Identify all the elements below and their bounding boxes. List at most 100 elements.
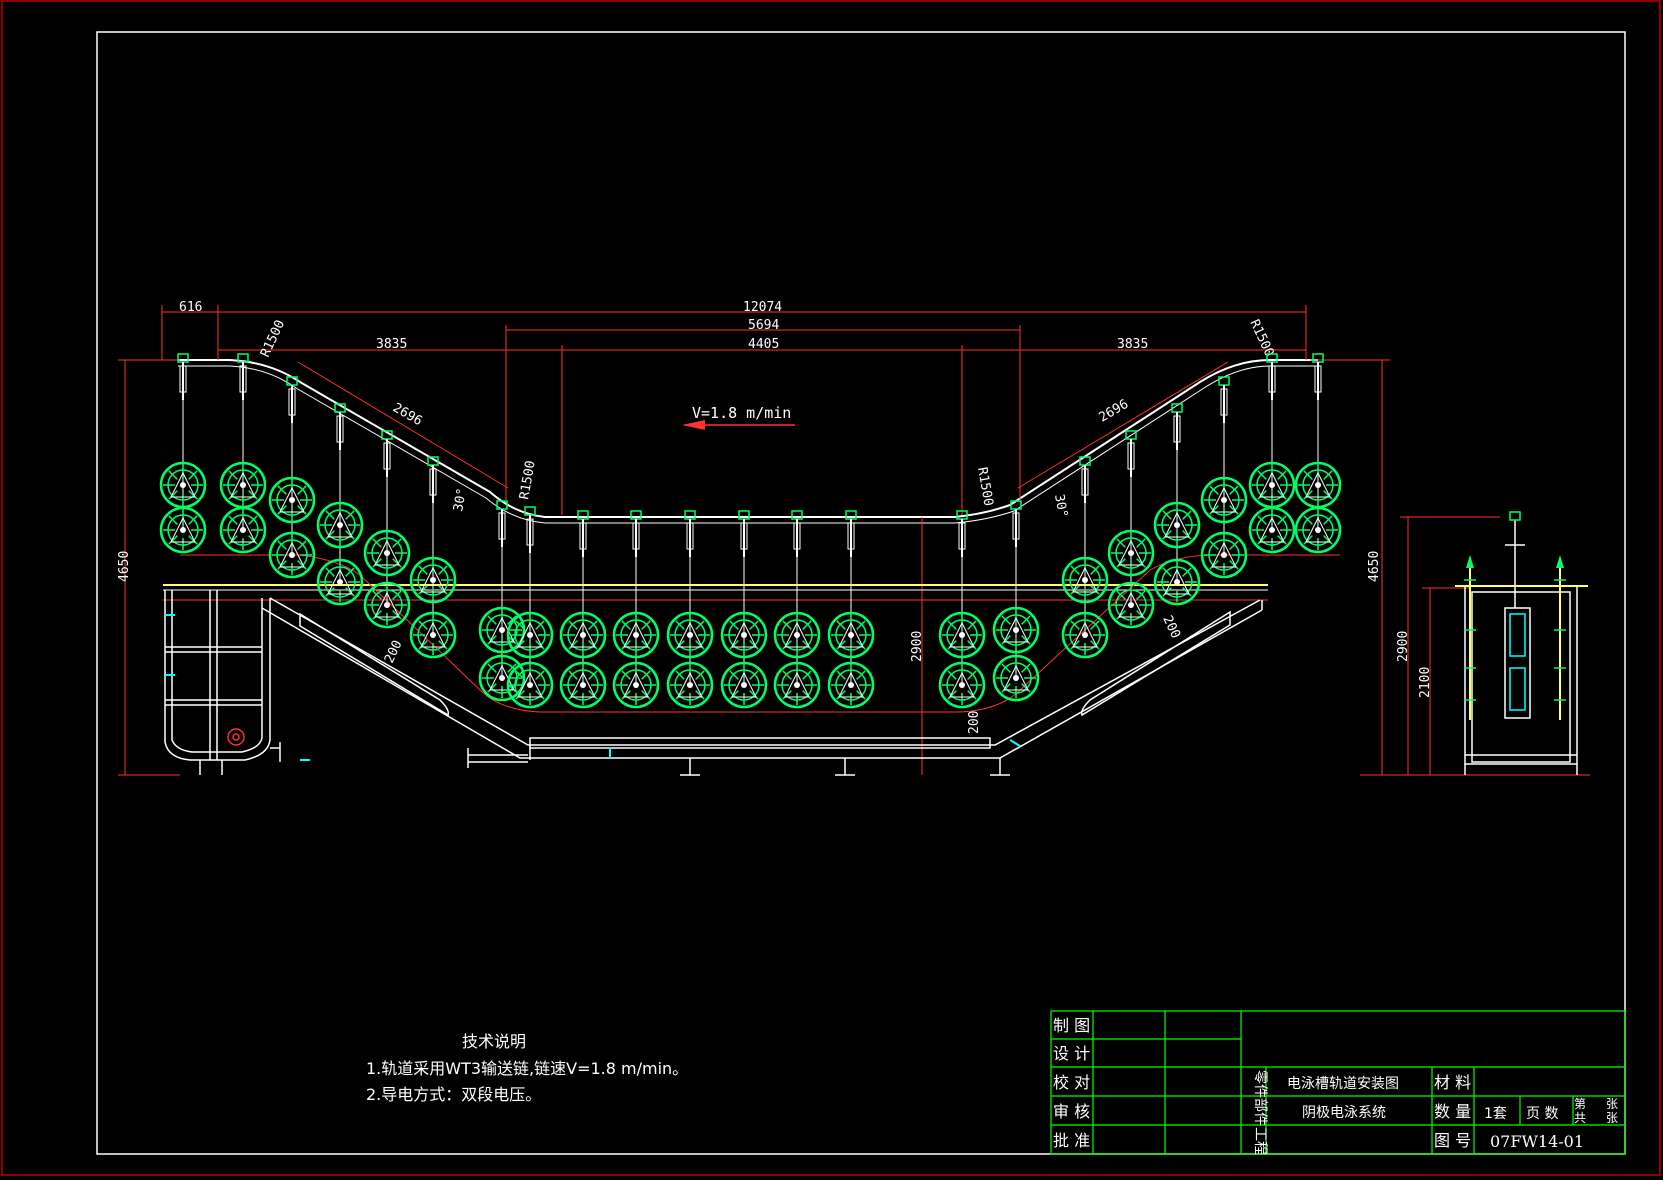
workpiece-wheel [773,661,821,709]
dim-5694: 5694 [748,318,779,333]
hanger [1061,456,1109,659]
title-block-grid [1050,1010,1626,1155]
dim-4650-left: 4650 [117,551,132,582]
dim-200-right: 200 [1159,613,1183,641]
dim-2900-mid: 2900 [910,631,925,662]
side-view [1455,520,1588,775]
workpiece-wheel [159,506,207,554]
workpiece-wheel [1200,531,1248,579]
workpiece-wheel [506,661,554,709]
notes-line-2: 2.导电方式：双段电压。 [366,1085,541,1104]
conveyor-track [178,359,1318,524]
quantity-value: 1套 [1484,1106,1507,1122]
workpiece-wheel [992,654,1040,702]
workpiece-wheel [268,531,316,579]
sheet-label-1: 第 [1574,1097,1586,1111]
workpiece-wheel [1153,501,1201,549]
workpiece-wheel [938,611,986,659]
workpiece-wheel [559,611,607,659]
workpiece-wheel [1200,476,1248,524]
hanger [316,403,364,606]
workpiece-wheel [612,611,660,659]
hanger [159,353,207,554]
hanger [938,510,986,709]
workpiece-wheel [219,461,267,509]
title-block-roles: 制 图 设 计 校 对 审 核 批 准 [1053,1016,1090,1150]
workpiece-wheel [316,558,364,606]
sheet-unit-1: 张 [1606,1097,1618,1111]
pages-label: 页 数 [1526,1106,1558,1122]
dim-30-left: 30° [451,487,470,513]
dim-r1500-mid-right: R1500 [974,466,996,507]
side-label-part: 零件 [1252,1070,1268,1098]
hanger [720,510,768,709]
dim-4650-right: 4650 [1367,551,1382,582]
drawing-frame [96,31,1626,1155]
workpiece-wheel [409,556,457,604]
workpiece-wheel [1294,461,1342,509]
dim-616: 616 [179,300,202,315]
hanger [219,353,267,554]
sheet-label-2: 共 [1574,1111,1586,1125]
hanger [506,506,554,709]
notes-title: 技术说明 [462,1032,526,1051]
hanger [1153,403,1201,606]
quantity-label: 数 量 [1434,1102,1471,1121]
dim-2900-side: 2900 [1396,631,1411,662]
dim-200-left: 200 [382,638,406,666]
workpiece-wheel [1107,529,1155,577]
workpiece-wheel [1107,581,1155,629]
sheet-unit-2: 张 [1606,1111,1618,1125]
side-view-electrodes [1469,560,1561,720]
notes-line-1: 1.轨道采用WT3输送链,链速V=1.8 m/min。 [366,1059,688,1078]
workpiece-wheel [1248,506,1296,554]
role-reviewed: 审 核 [1053,1102,1090,1121]
workpiece-wheel [666,611,714,659]
speed-arrow [682,420,795,430]
workpiece-wheel [268,476,316,524]
hanger [1248,353,1296,554]
speed-label: V=1.8 m/min [692,404,791,422]
side-view-clamps [1464,579,1566,701]
role-drafted: 制 图 [1053,1016,1090,1035]
workpiece-wheel [409,611,457,659]
dim-200-mid: 200 [967,711,982,734]
hanger [1294,353,1342,554]
workpiece-wheel [363,529,411,577]
hanger [992,500,1040,702]
workpiece-wheel [559,661,607,709]
dim-2696-right: 2696 [1097,397,1132,426]
dim-2696-left: 2696 [390,400,425,429]
dimension-lines [118,305,1590,776]
workpiece-wheel [827,611,875,659]
workpiece-wheel [773,611,821,659]
side-label-assembly: 部件 [1252,1098,1268,1126]
drawing-name: 电泳槽轨道安装图 [1287,1076,1399,1092]
workpiece-wheel [219,506,267,554]
workpiece-wheel [1061,611,1109,659]
hanger [1200,376,1248,579]
workpiece-wheel [720,661,768,709]
role-approved: 批 准 [1053,1131,1090,1150]
dim-12074: 12074 [743,300,782,315]
hanger [666,510,714,709]
workpiece-wheel [827,661,875,709]
hanger [612,510,660,709]
workpiece-wheel [1294,506,1342,554]
workpiece-wheel [1153,558,1201,606]
hanger [268,376,316,579]
workpiece-wheel [316,501,364,549]
material-label: 材 料 [1434,1073,1471,1092]
workpiece-wheel [1248,461,1296,509]
side-view-electrode-tips [1466,555,1564,568]
hanger [773,510,821,709]
workpiece-wheel [992,606,1040,654]
workpiece-wheel [159,461,207,509]
dim-30-right: 30° [1051,493,1070,519]
workpiece-wheel [478,606,526,654]
hanger [559,510,607,709]
role-designed: 设 计 [1053,1044,1090,1063]
workpiece-wheel [938,661,986,709]
